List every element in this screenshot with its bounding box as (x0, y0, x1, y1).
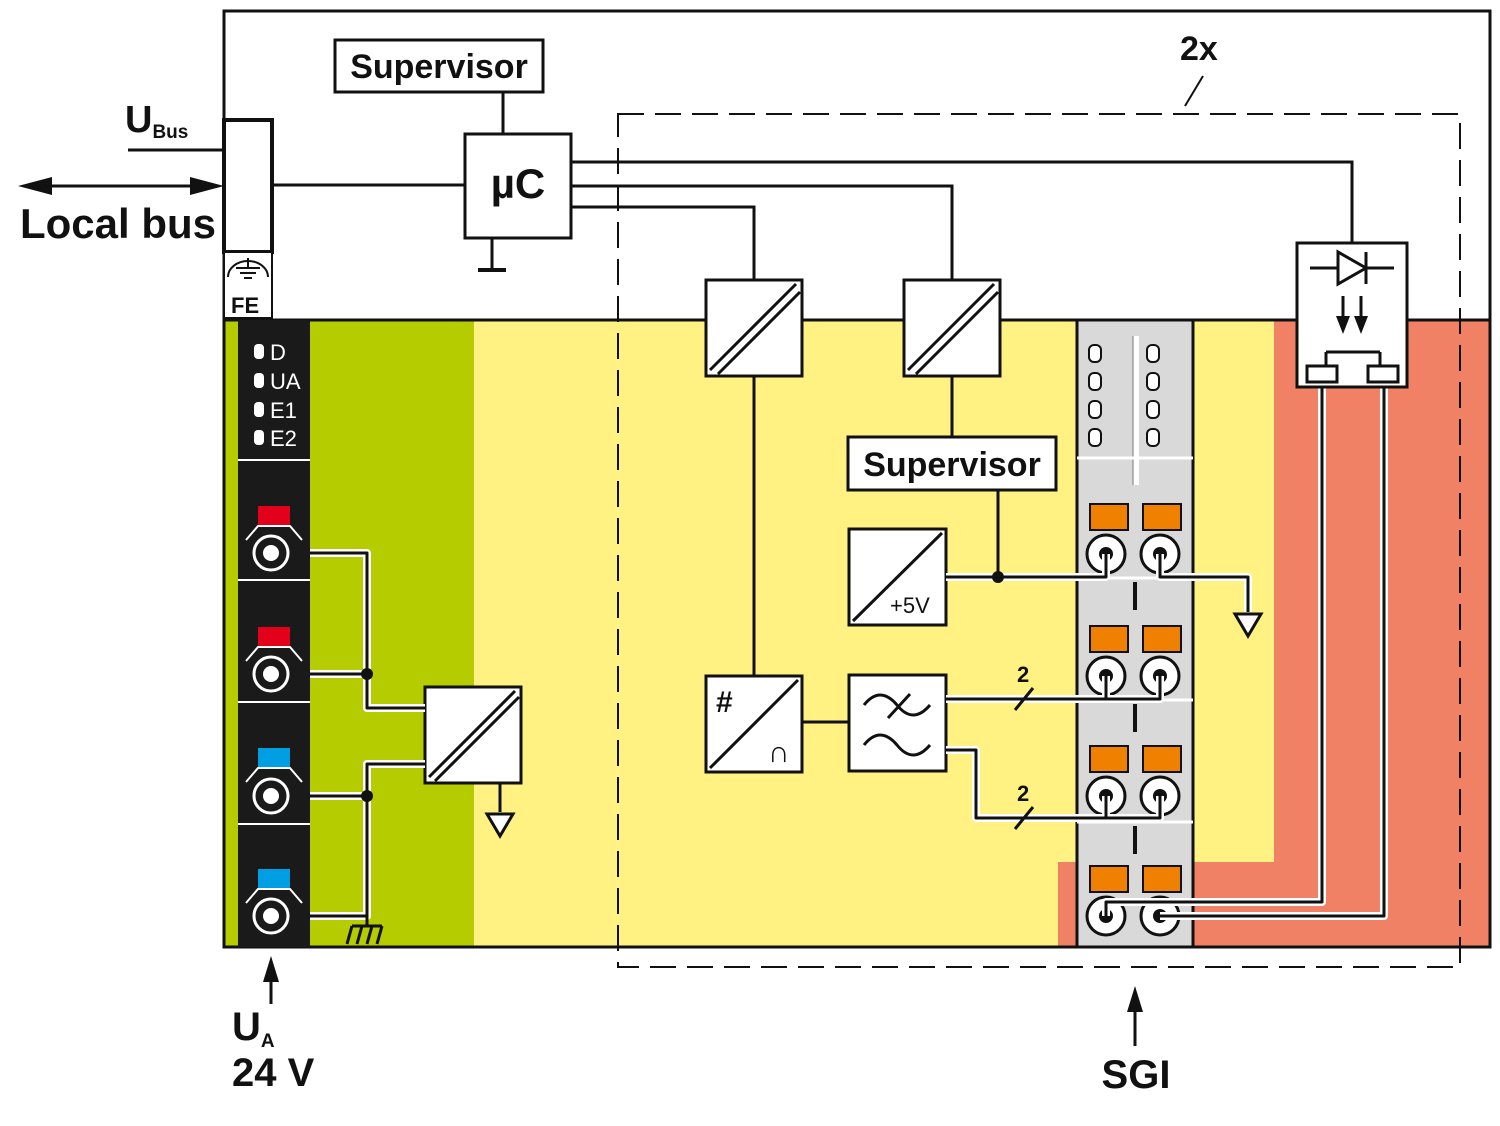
terminal-clip[interactable] (1142, 745, 1182, 773)
led-indicator (254, 344, 264, 359)
channel-leader-line (1184, 75, 1204, 107)
uc-to-dcdc1-line (571, 205, 756, 280)
bus-width-label-1: 2 (1017, 662, 1029, 687)
output-ground-icon (1232, 612, 1264, 639)
led-label: E2 (270, 426, 297, 451)
terminal-clip[interactable] (1089, 865, 1129, 893)
led-label: UA (270, 369, 301, 394)
connector-release-blue[interactable] (258, 748, 290, 768)
supervisor-mid-label: Supervisor (863, 446, 1041, 484)
channel-boundary-dashed (617, 113, 1461, 968)
terminal-block-led-slots (1088, 344, 1160, 447)
power-connector-2 (245, 627, 303, 693)
connector-release-red[interactable] (258, 627, 290, 647)
filter-box (847, 673, 948, 773)
led-label: E1 (270, 398, 297, 423)
panel-separators (238, 459, 310, 825)
ad-digital-symbol: # (716, 686, 733, 719)
supervisor-mid-box (846, 435, 1058, 492)
fe-label: FE (231, 293, 259, 318)
local-bus-arrowhead-left (18, 177, 52, 195)
local-bus-arrowhead-right (190, 177, 224, 195)
multiplier-label: 2x (1180, 30, 1218, 68)
bus-width-tick-1 (1013, 687, 1035, 711)
connector-release-red[interactable] (258, 506, 290, 526)
led-label: D (270, 340, 286, 365)
reference-5v-label: +5V (890, 593, 930, 618)
connector-release-blue[interactable] (258, 869, 290, 889)
supervisor-top-label: Supervisor (350, 48, 528, 86)
supervisor-top-box (333, 38, 545, 94)
ua-label: UA (232, 1005, 275, 1052)
led-indicator (254, 430, 264, 445)
bus-width-tick-2 (1013, 806, 1035, 830)
junction-node (361, 668, 373, 680)
chassis-ground-icon (345, 916, 384, 945)
diode-icon (1310, 249, 1394, 287)
light-arrows-icon (1336, 296, 1368, 334)
uc-to-dcdc2-line (571, 184, 954, 280)
power-connector-3 (245, 748, 303, 815)
terminal-clip[interactable] (1142, 503, 1182, 531)
local-bus-label: Local bus (20, 200, 216, 247)
junction-node (992, 571, 1004, 583)
led-indicator (254, 402, 264, 417)
ua-arrowhead (263, 956, 279, 982)
module-outline (222, 9, 1492, 949)
power-connector-4 (245, 869, 303, 935)
junction-node (361, 790, 373, 802)
functional-earth-icon (223, 251, 273, 319)
terminal-clip[interactable] (1142, 865, 1182, 893)
power-connectors (245, 506, 303, 935)
filter-symbol (862, 692, 932, 757)
photo-mosfet-icon (1305, 350, 1400, 384)
led-indicator (254, 373, 264, 388)
ubus-label: UBus (125, 99, 188, 143)
sgi-arrowhead (1127, 986, 1143, 1012)
terminal-clip[interactable] (1089, 745, 1129, 773)
sgi-label: SGI (1102, 1053, 1171, 1097)
status-leds: D UA E1 E2 (254, 340, 301, 451)
voltage-label: 24 V (232, 1051, 315, 1095)
power-connector-1 (245, 506, 303, 572)
bus-connector (222, 118, 274, 254)
terminal-clip[interactable] (1142, 625, 1182, 653)
terminal-clip[interactable] (1089, 625, 1129, 653)
microcontroller-label: µC (491, 160, 546, 207)
bus-width-label-2: 2 (1017, 781, 1029, 806)
terminal-clip[interactable] (1089, 503, 1129, 531)
ad-analog-symbol: ∩ (768, 736, 790, 769)
microcontroller-box (463, 132, 573, 240)
supply-converter-ground-icon (484, 812, 516, 839)
uc-to-optocoupler-line (571, 160, 1354, 243)
